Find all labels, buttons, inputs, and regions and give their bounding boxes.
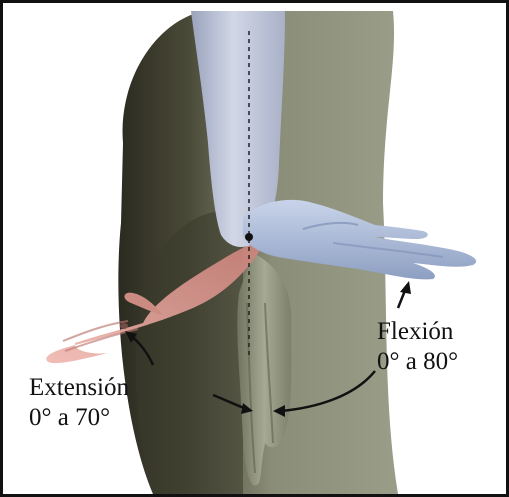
extension-title-label: Extensión <box>29 374 129 401</box>
wrist-motion-diagram: Flexión 0° a 80° Extensión 0° a 70° <box>3 3 506 494</box>
flexion-title-label: Flexión <box>377 318 454 345</box>
extension-range-label: 0° a 70° <box>29 404 110 431</box>
flexion-range-label: 0° a 80° <box>377 348 458 375</box>
flexion-arrow <box>398 281 411 308</box>
wrist-pivot-point <box>245 233 253 241</box>
